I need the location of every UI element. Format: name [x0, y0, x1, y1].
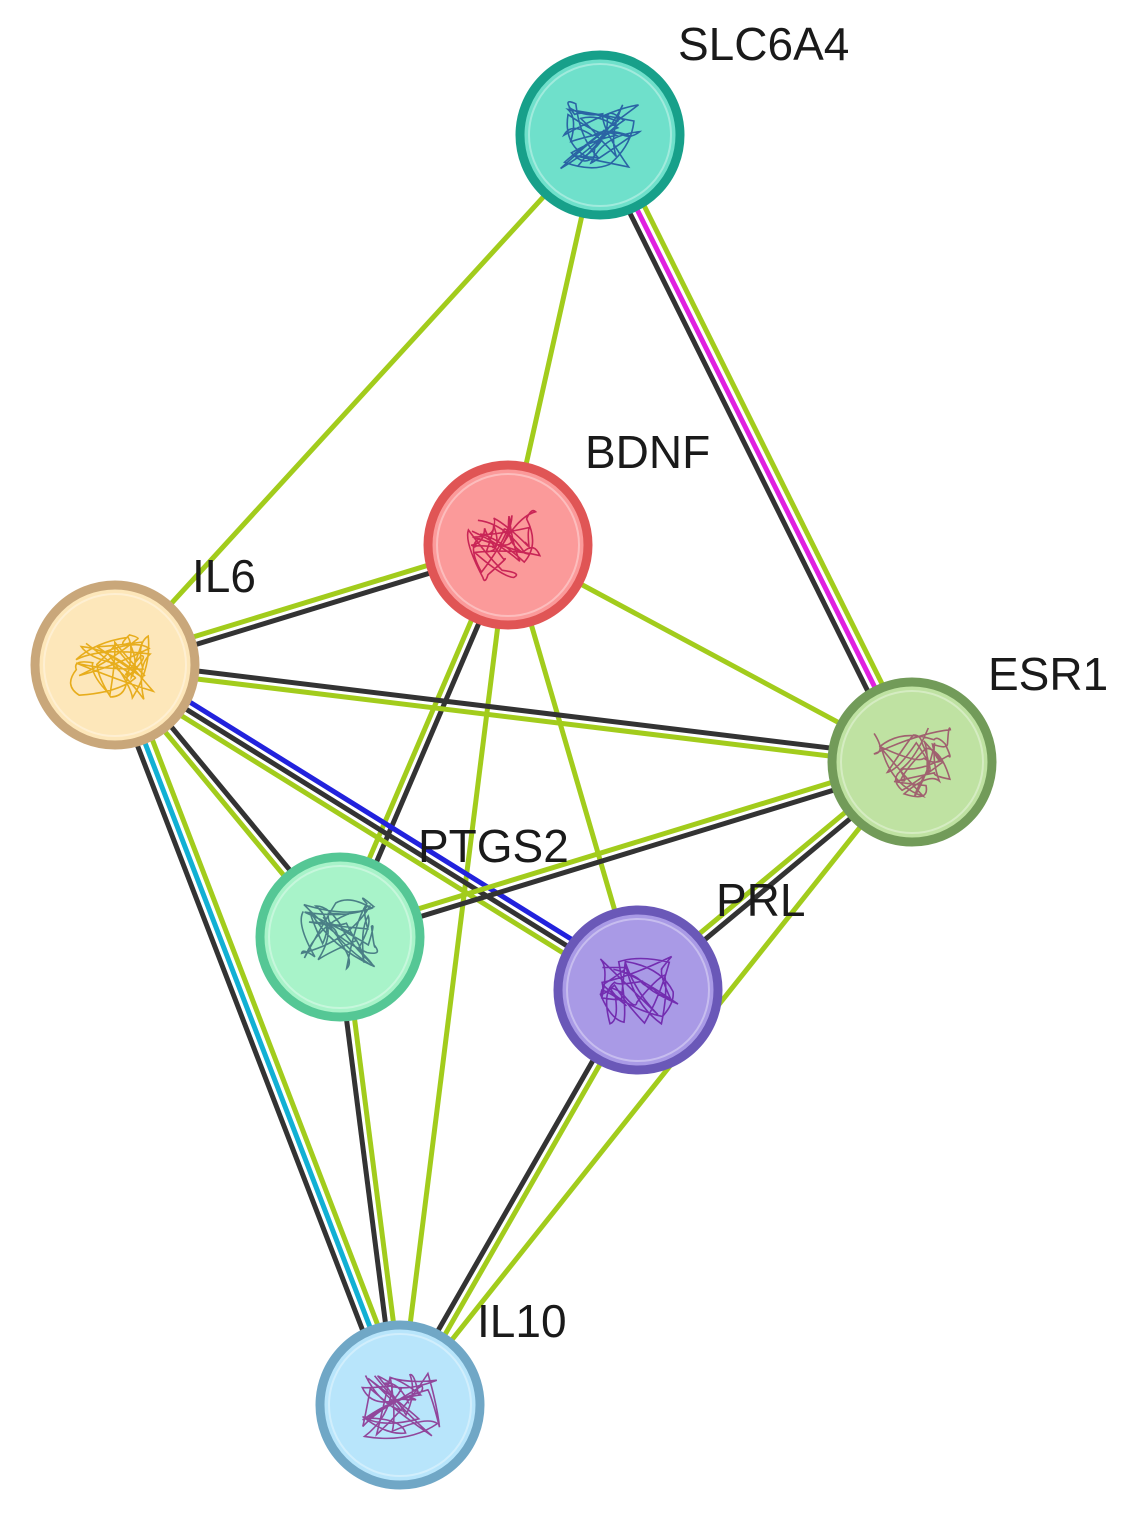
node-ptgs2[interactable] [255, 852, 425, 1022]
edge-line-experimental [597, 133, 915, 764]
edge-line-coexpression [115, 658, 913, 761]
edge-esr1-ptgs2[interactable] [338, 755, 914, 944]
edge-line-textmining [398, 760, 914, 1407]
edge-line-textmining [397, 544, 511, 1406]
edge-il6-prl[interactable] [109, 656, 644, 999]
protein-structure-icon [873, 727, 952, 799]
protein-structure-icon [300, 897, 379, 971]
protein-structure-icon [599, 955, 679, 1026]
edge-slc6a4-il6[interactable] [113, 133, 602, 667]
node-bdnf[interactable] [423, 460, 593, 630]
node-label-esr1: ESR1 [988, 648, 1108, 700]
edge-line-textmining [113, 133, 602, 667]
node-label-il6: IL6 [192, 550, 256, 602]
node-circle [827, 677, 997, 847]
edge-slc6a4-esr1[interactable] [590, 130, 922, 767]
node-il6[interactable] [30, 580, 200, 750]
node-label-slc6a4: SLC6A4 [678, 18, 849, 70]
edge-bdnf-il10[interactable] [397, 544, 511, 1406]
protein-structure-icon [69, 634, 156, 701]
edge-line-textmining [114, 666, 912, 769]
edge-esr1-il10[interactable] [398, 760, 914, 1407]
edge-line-textmining [109, 669, 636, 999]
node-label-ptgs2: PTGS2 [418, 820, 569, 872]
protein-structure-icon [560, 101, 643, 170]
edge-line-textmining [120, 661, 410, 1404]
edge-line-coexpression [590, 137, 908, 767]
node-slc6a4[interactable] [515, 50, 685, 220]
node-label-il10: IL10 [477, 1295, 567, 1347]
edge-il6-esr1[interactable] [114, 658, 913, 769]
edge-line-textmining [338, 755, 912, 936]
edges-layer [105, 130, 922, 1409]
edge-line-coexpression [105, 666, 395, 1409]
protein-structure-icon [466, 509, 542, 582]
edge-il6-il10[interactable] [105, 661, 410, 1409]
edge-line-database [112, 664, 403, 1406]
protein-structure-icon [360, 1371, 441, 1440]
node-label-prl: PRL [716, 874, 805, 926]
node-il10[interactable] [315, 1320, 485, 1490]
edge-line-textmining [604, 130, 922, 760]
edge-line-coexpression [113, 662, 640, 993]
node-circle [30, 580, 200, 750]
node-prl[interactable] [553, 905, 723, 1075]
edge-line-coexpression [340, 763, 914, 944]
nodes-layer [30, 50, 997, 1490]
edge-line-homology [117, 656, 644, 986]
node-esr1[interactable] [827, 677, 997, 847]
node-label-bdnf: BDNF [585, 426, 710, 478]
